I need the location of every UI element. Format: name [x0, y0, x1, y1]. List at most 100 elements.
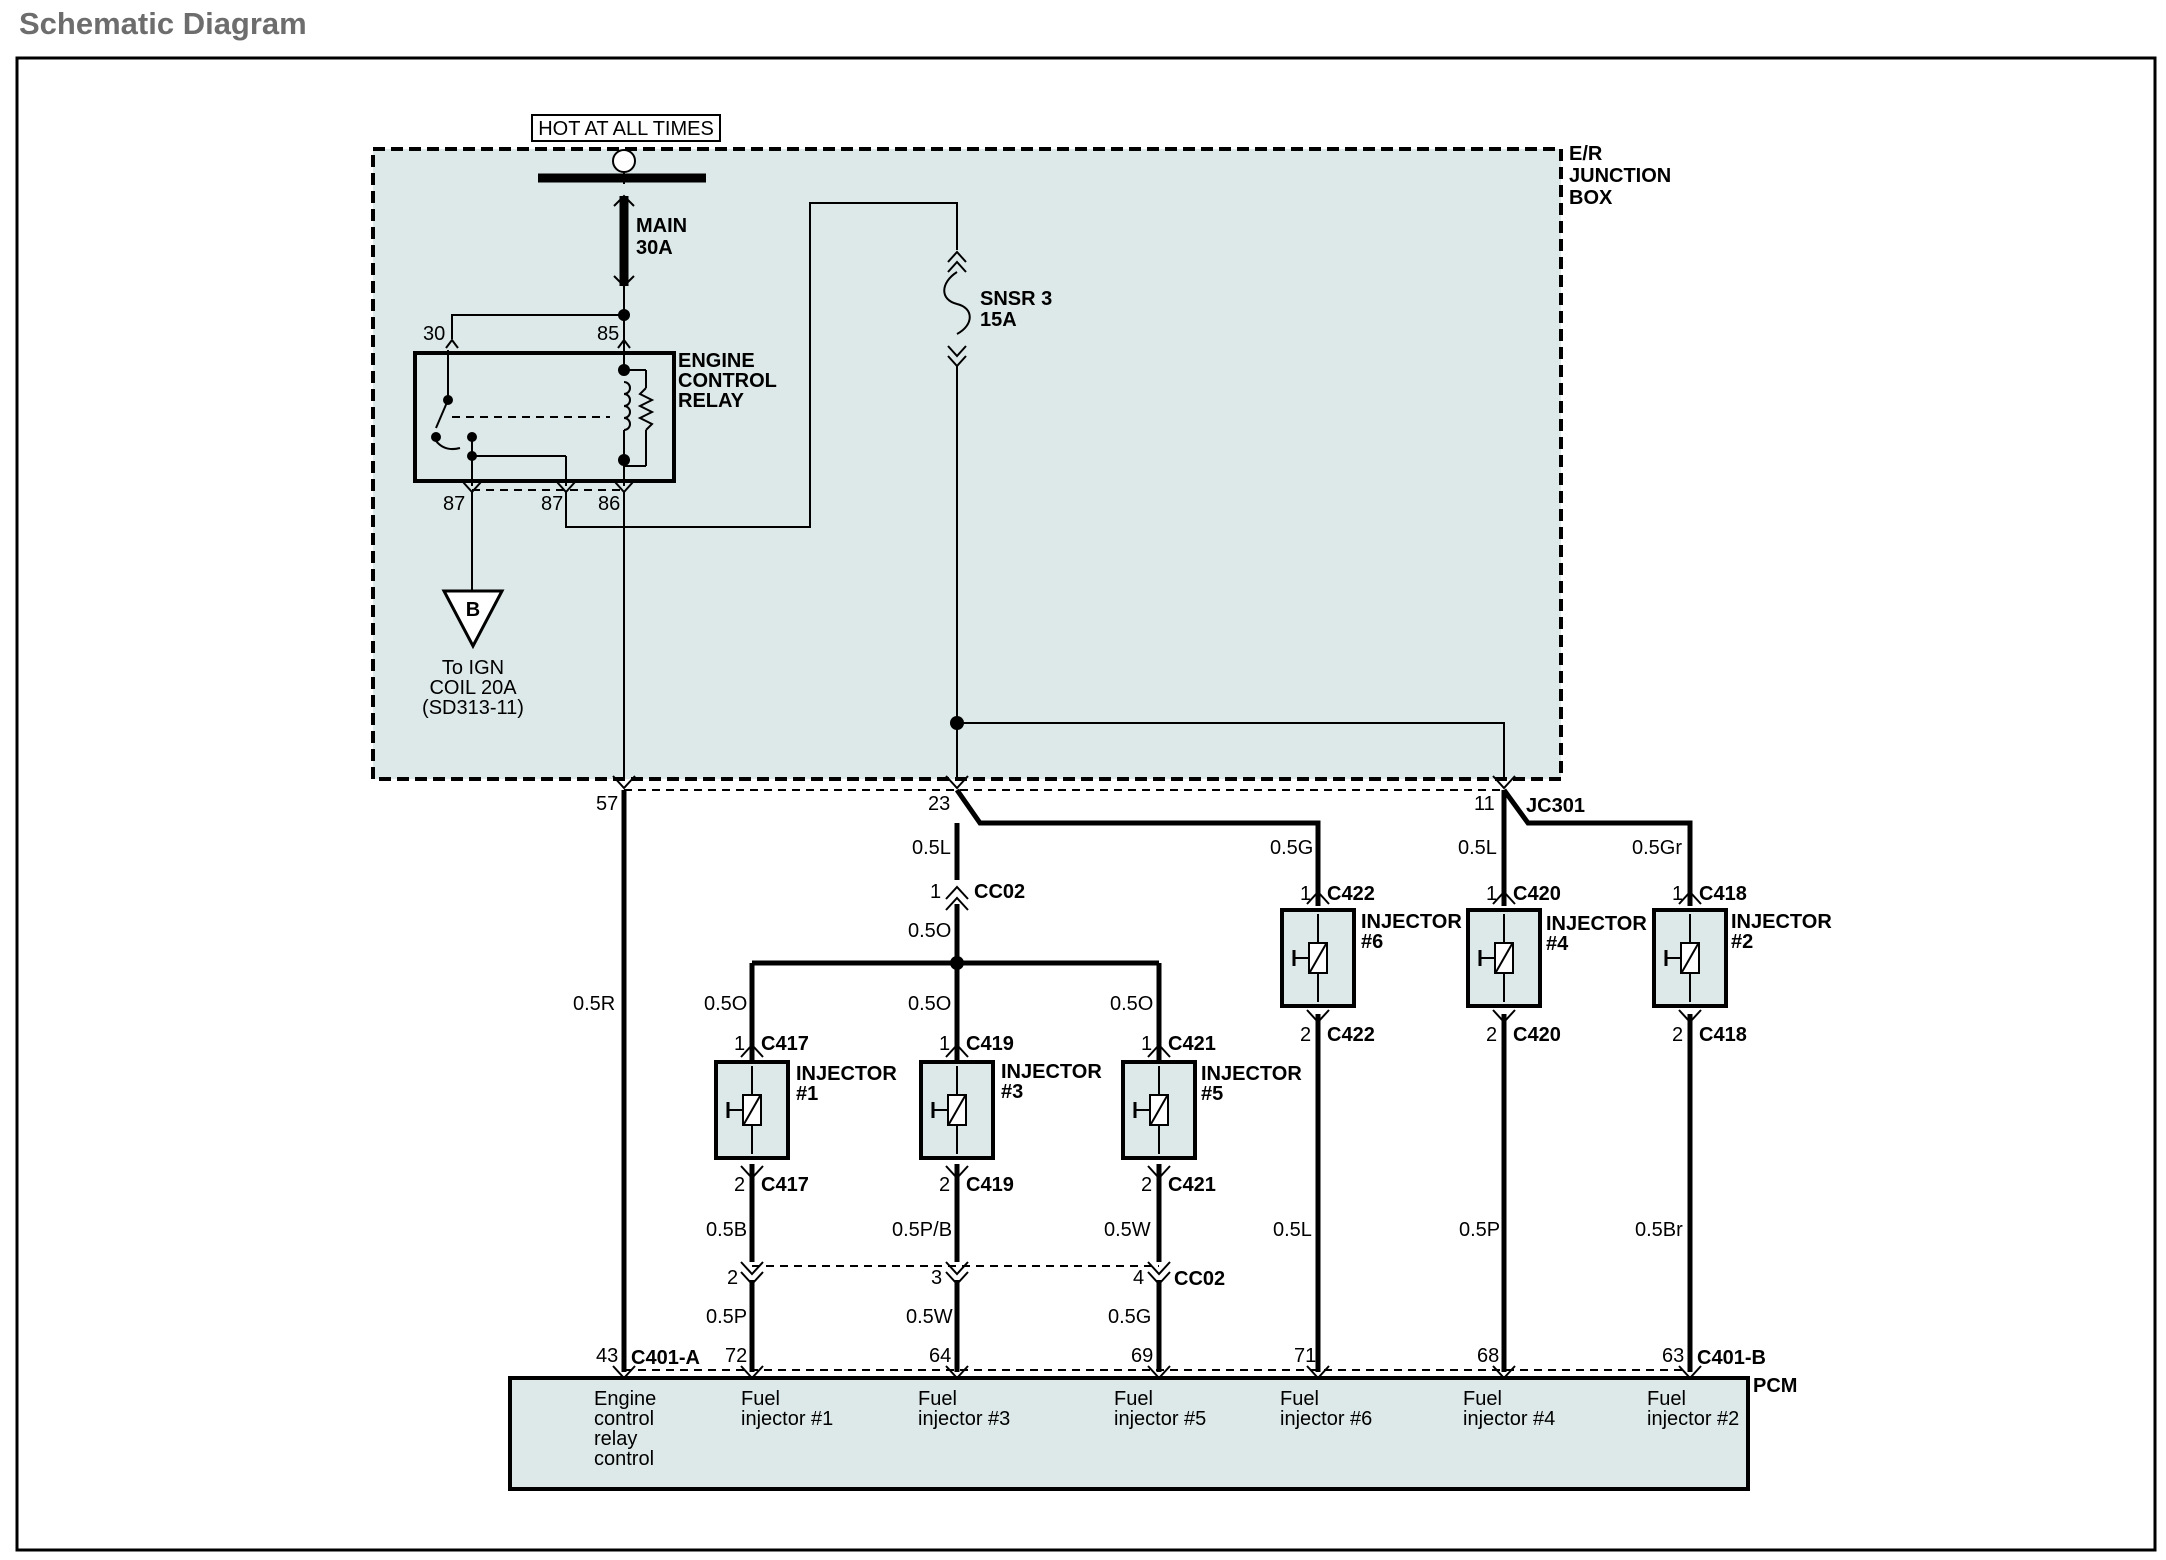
pcm-label: PCM — [1753, 1375, 1797, 1397]
pcm-func-inj2-1: Fuel — [1647, 1388, 1686, 1410]
pcm-func-ecr-4: control — [594, 1448, 654, 1470]
injector-3-name: INJECTOR — [1001, 1061, 1102, 1083]
injector-4-pin1: 1 — [1486, 883, 1497, 905]
snsr-fuse-label: SNSR 3 — [980, 288, 1052, 310]
c401a-label: C401-A — [631, 1347, 700, 1369]
injector-2-num: #2 — [1731, 931, 1753, 953]
pcm-pin-71: 71 — [1294, 1345, 1316, 1367]
main-fuse-rating: 30A — [636, 237, 673, 259]
injector-3-pin1: 1 — [939, 1033, 950, 1055]
pcm-pin-43: 43 — [596, 1345, 618, 1367]
pcm-func-inj4-2: injector #4 — [1463, 1408, 1555, 1430]
injector-1: 1 C417 INJECTOR #1 2 C417 — [714, 1033, 897, 1196]
injector-5-conn-bot: C421 — [1168, 1174, 1216, 1196]
injector-2-name: INJECTOR — [1731, 911, 1832, 933]
injector-4-name: INJECTOR — [1546, 913, 1647, 935]
page-title: Schematic Diagram — [19, 6, 307, 41]
junction-box-label-2: JUNCTION — [1569, 165, 1671, 187]
cc02-pin-2: 2 — [727, 1267, 738, 1289]
cc02-pin-1: 1 — [930, 881, 941, 903]
ign-ref-text-2: COIL 20A — [429, 677, 517, 699]
pcm-func-ecr-3: relay — [594, 1428, 637, 1450]
wire-inj4-bot-label: 0.5P — [1459, 1219, 1500, 1241]
wire-inj6-top-label: 0.5G — [1270, 837, 1313, 859]
cc02-split-junction — [950, 956, 964, 970]
injector-6-name: INJECTOR — [1361, 911, 1462, 933]
injector-5: 1 C421 INJECTOR #5 2 C421 — [1121, 1033, 1302, 1196]
relay-87-to-snsr — [565, 202, 958, 528]
cc02-label-upper: CC02 — [974, 881, 1025, 903]
wire-inj2-bot-label: 0.5Br — [1635, 1219, 1683, 1241]
wire-inj2-top-label: 0.5Gr — [1632, 837, 1682, 859]
c401b-label: C401-B — [1697, 1347, 1766, 1369]
wire-inj4-top-label: 0.5L — [1458, 837, 1497, 859]
pcm-pin-72: 72 — [725, 1345, 747, 1367]
injector-4-conn-top: C420 — [1513, 883, 1561, 905]
injector-6-pin2: 2 — [1300, 1024, 1311, 1046]
injector-2-pin1: 1 — [1672, 883, 1683, 905]
power-bus-terminal — [612, 149, 636, 173]
injector-5-conn-top: C421 — [1168, 1033, 1216, 1055]
wire-pcm72-label: 0.5P — [706, 1306, 747, 1328]
relay-pin-30: 30 — [423, 323, 445, 345]
injector-4-pin2: 2 — [1486, 1024, 1497, 1046]
injector-6-pin1: 1 — [1300, 883, 1311, 905]
cc02-pin-3: 3 — [931, 1267, 942, 1289]
injector-4-num: #4 — [1546, 933, 1569, 955]
injector-4-conn-bot: C420 — [1513, 1024, 1561, 1046]
pcm-func-inj6-2: injector #6 — [1280, 1408, 1372, 1430]
pcm-func-inj1-1: Fuel — [741, 1388, 780, 1410]
snsr-fuse-rating: 15A — [980, 309, 1017, 331]
relay-pin-86: 86 — [598, 493, 620, 515]
wire-inj3-top-label: 0.5O — [908, 993, 951, 1015]
pcm-func-inj5-1: Fuel — [1114, 1388, 1153, 1410]
junction-box-label-3: BOX — [1569, 187, 1613, 209]
pcm-func-inj6-1: Fuel — [1280, 1388, 1319, 1410]
injector-3-num: #3 — [1001, 1081, 1023, 1103]
cc02-pin-4: 4 — [1133, 1267, 1144, 1289]
wire-pcm69-label: 0.5G — [1108, 1306, 1151, 1328]
wire-inj1-bot-label: 0.5B — [706, 1219, 747, 1241]
relay-name-3: RELAY — [678, 390, 745, 412]
jb-pin-11: 11 — [1474, 793, 1495, 815]
ign-ref-text-3: (SD313-11) — [422, 697, 524, 719]
junction-box-label-1: E/R — [1569, 143, 1603, 165]
relay-pin-87b: 87 — [541, 493, 563, 515]
wire-pcm64-label: 0.5W — [906, 1306, 953, 1328]
wire-cc02-label: 0.5O — [908, 920, 951, 942]
pcm-func-ecr-2: control — [594, 1408, 654, 1430]
ign-ref-triangle — [441, 589, 505, 650]
injector-2-pin2: 2 — [1672, 1024, 1683, 1046]
ign-ref-symbol: B — [466, 599, 480, 621]
hot-label-box — [531, 114, 721, 142]
injector-5-pin2: 2 — [1141, 1174, 1152, 1196]
wire-inj1-top-label: 0.5O — [704, 993, 747, 1015]
pcm-func-inj3-1: Fuel — [918, 1388, 957, 1410]
injector-6-conn-bot: C422 — [1327, 1024, 1375, 1046]
junction-box — [371, 147, 1563, 781]
injector-4: 1 C420 INJECTOR #4 2 C420 — [1466, 883, 1647, 1046]
relay-pin-85: 85 — [597, 323, 619, 345]
injector-1-num: #1 — [796, 1083, 818, 1105]
injector-2-conn-bot: C418 — [1699, 1024, 1747, 1046]
outer-frame — [15, 56, 2157, 1552]
injector-6: 1 C422 INJECTOR #6 2 C422 — [1280, 883, 1462, 1046]
injector-3-conn-bot: C419 — [966, 1174, 1014, 1196]
injector-2-conn-top: C418 — [1699, 883, 1747, 905]
relay-pin-87a: 87 — [443, 493, 465, 515]
pcm-func-inj4-1: Fuel — [1463, 1388, 1502, 1410]
pcm-func-inj3-2: injector #3 — [918, 1408, 1010, 1430]
pcm-pin-64: 64 — [929, 1345, 951, 1367]
injector-1-pin2: 2 — [734, 1174, 745, 1196]
injector-5-num: #5 — [1201, 1083, 1223, 1105]
main-fuse-label: MAIN — [636, 215, 687, 237]
cc02-upper-connector — [945, 885, 969, 900]
injector-1-pin1: 1 — [734, 1033, 745, 1055]
pcm-pin-69: 69 — [1131, 1345, 1153, 1367]
jc301-label: JC301 — [1526, 795, 1585, 817]
wire-23-label: 0.5L — [912, 837, 951, 859]
pcm-func-ecr-1: Engine — [594, 1388, 656, 1410]
pcm-func-inj1-2: injector #1 — [741, 1408, 833, 1430]
pcm-pin-63: 63 — [1662, 1345, 1684, 1367]
